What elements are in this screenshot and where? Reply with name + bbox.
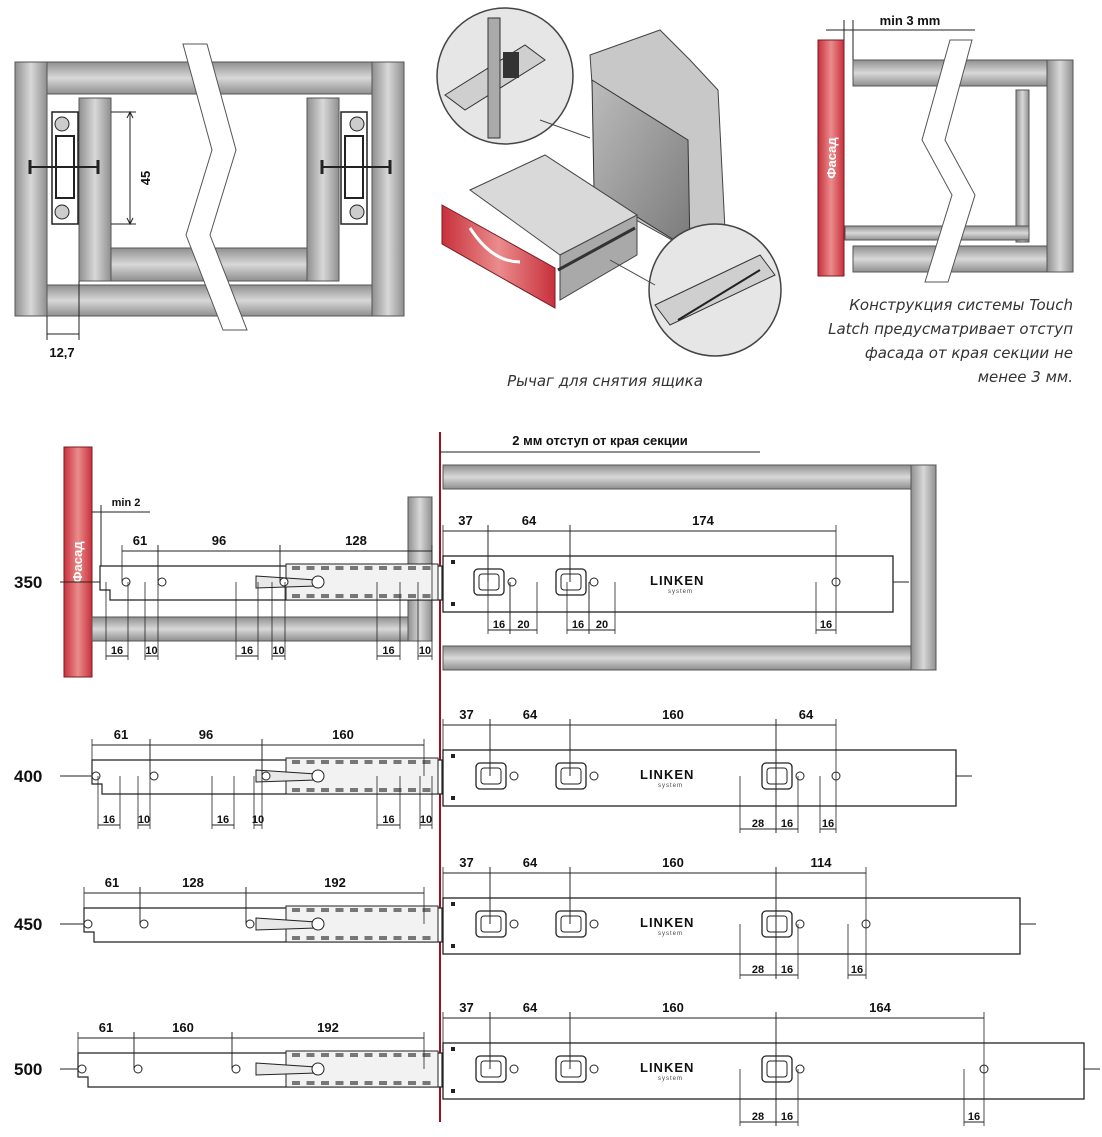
- dim-height-45: 45: [138, 171, 153, 185]
- dim-offset-12-7: 12,7: [49, 345, 74, 360]
- drawer-dimension: 128: [182, 875, 204, 890]
- drawer-dimension: 160: [332, 727, 354, 742]
- drawer-illustration: [436, 7, 782, 357]
- cabinet-rail: [442, 749, 957, 807]
- drawer-dimension: 192: [317, 1020, 339, 1035]
- rail-dimension: 64: [523, 855, 538, 870]
- rail-dimension: 160: [662, 707, 684, 722]
- drawer-dimension: 61: [99, 1020, 113, 1035]
- drawer-dimension: 96: [199, 727, 213, 742]
- linken-logo-sub: system: [658, 1076, 683, 1082]
- rail-small-dimension: 20: [596, 619, 608, 631]
- dim-min-3mm: min 3 mm: [880, 13, 941, 28]
- rail-small-dimension: 20: [517, 619, 529, 631]
- rail-dimension: 160: [662, 1000, 684, 1015]
- slide-mechanism-right: [320, 111, 392, 225]
- drawer-small-dimension: 10: [138, 814, 150, 826]
- facade-label-top: Фасад: [824, 137, 839, 179]
- drawer-small-dimension: 16: [241, 645, 253, 657]
- caption-line-2: Latch предусматривает отступ: [828, 320, 1073, 338]
- rail-small-dimension: 16: [493, 619, 505, 631]
- rail-dimension: 174: [692, 513, 714, 528]
- drawer-dimension: 61: [114, 727, 128, 742]
- rail-dimension: 64: [523, 707, 538, 722]
- rail-small-dimension: 28: [752, 964, 764, 976]
- drawer-small-dimension: 10: [420, 814, 432, 826]
- linken-logo-sub: system: [658, 783, 683, 789]
- rail-dimension: 37: [459, 707, 473, 722]
- rail-small-dimension: 16: [572, 619, 584, 631]
- rail-dimension: 64: [523, 1000, 538, 1015]
- min-2-label: min 2: [112, 497, 141, 509]
- drawer-dimension: 96: [212, 533, 226, 548]
- rail-dimension: 164: [869, 1000, 891, 1015]
- row-size-label: 450: [14, 915, 42, 934]
- rail-small-dimension: 28: [752, 818, 764, 830]
- rail-small-dimension: 16: [781, 1111, 793, 1123]
- caption-line-4: менее 3 мм.: [978, 368, 1073, 386]
- drawer-small-dimension: 10: [145, 645, 157, 657]
- rail-dimension: 64: [799, 707, 814, 722]
- linken-logo-sub: system: [658, 931, 683, 937]
- rail-small-dimension: 16: [822, 818, 834, 830]
- drawer-dimension: 192: [324, 875, 346, 890]
- drawer-small-dimension: 16: [382, 645, 394, 657]
- linken-logo-sub: system: [668, 589, 693, 595]
- cabinet-rail: [442, 555, 894, 613]
- cabinet-rail: [442, 897, 1021, 955]
- rail-dimension: 160: [662, 855, 684, 870]
- drawer-small-dimension: 16: [382, 814, 394, 826]
- rail-dimension: 37: [459, 1000, 473, 1015]
- drawer-small-dimension: 10: [419, 645, 431, 657]
- caption-line-1: Конструкция системы Touch: [849, 296, 1073, 314]
- rail-small-dimension: 16: [781, 964, 793, 976]
- drawer-dimension: 128: [345, 533, 367, 548]
- drawer-small-dimension: 16: [217, 814, 229, 826]
- rail-small-dimension: 16: [851, 964, 863, 976]
- rail-small-dimension: 16: [820, 619, 832, 631]
- drawer-small-dimension: 16: [103, 814, 115, 826]
- drawer-small-dimension: 10: [252, 814, 264, 826]
- cross-section-drawing: 45 12,7: [14, 43, 405, 360]
- section-offset-note: 2 мм отступ от края секции: [512, 433, 688, 448]
- drawer-dimension: 61: [133, 533, 147, 548]
- linken-logo: LINKEN: [640, 1060, 694, 1075]
- touch-latch-caption: Конструкция системы Touch Latch предусма…: [828, 296, 1073, 386]
- drawer-small-dimension: 10: [272, 645, 284, 657]
- rail-dimension: 37: [458, 513, 472, 528]
- rail-small-dimension: 16: [968, 1111, 980, 1123]
- rail-small-dimension: 28: [752, 1111, 764, 1123]
- drawer-dimension: 61: [105, 875, 119, 890]
- drawer-dimension: 160: [172, 1020, 194, 1035]
- drawer-small-dimension: 16: [111, 645, 123, 657]
- facade-label: Фасад: [70, 541, 85, 583]
- row-size-label: 500: [14, 1060, 42, 1079]
- slide-mechanism-left: [28, 111, 100, 225]
- rail-dimension: 114: [811, 855, 833, 870]
- rail-small-dimension: 16: [781, 818, 793, 830]
- row-size-label: 350: [14, 573, 42, 592]
- rail-dimension: 64: [522, 513, 537, 528]
- touch-latch-section: Фасад min 3 mm: [817, 13, 1074, 283]
- linken-logo: LINKEN: [640, 915, 694, 930]
- rail-dimension: 37: [459, 855, 473, 870]
- linken-logo: LINKEN: [650, 573, 704, 588]
- linken-logo: LINKEN: [640, 767, 694, 782]
- row-size-label: 400: [14, 767, 42, 786]
- lever-caption: Рычаг для снятия ящика: [507, 372, 703, 390]
- caption-line-3: фасада от края секции не: [865, 344, 1073, 362]
